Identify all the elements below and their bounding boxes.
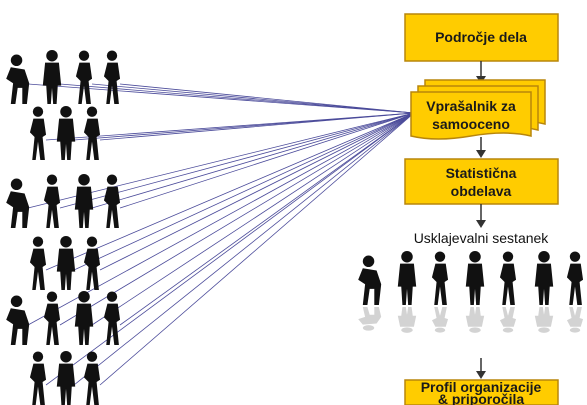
person-silhouette-icon <box>103 174 121 228</box>
connection-line <box>119 83 415 114</box>
person-silhouette-icon <box>74 290 94 345</box>
step-box-area-of-work <box>404 13 559 62</box>
person-silhouette-icon <box>103 291 121 345</box>
person-reflection-icon <box>397 307 417 333</box>
person-silhouette-icon <box>43 291 61 345</box>
step-questionnaire: Vprašalnik za samoocenо <box>410 79 546 140</box>
connection-line <box>45 112 415 386</box>
person-silhouette-icon <box>43 174 61 228</box>
step-box-statistical-processing <box>404 158 559 205</box>
step-area-of-work: Področje dela <box>404 13 559 62</box>
person-silhouette-icon <box>42 49 62 104</box>
connection-line <box>73 112 415 271</box>
person-silhouette-icon <box>56 235 76 290</box>
person-silhouette-icon <box>6 295 30 345</box>
document-stack-icon <box>410 79 546 140</box>
connection-line <box>27 112 415 326</box>
connection-line <box>91 112 415 209</box>
step-label-statistical-line2: obdelava <box>451 183 512 199</box>
connection-line <box>99 112 415 386</box>
person-silhouette-icon <box>499 251 517 305</box>
person-silhouette-icon <box>6 54 30 104</box>
step-label-profile-line2: & priporočila <box>438 391 525 405</box>
step-statistical-processing: Statistična obdelava <box>404 158 559 205</box>
person-silhouette-icon <box>75 50 93 104</box>
person-silhouette-icon <box>465 250 485 305</box>
connection-line <box>99 112 415 141</box>
people-group-meeting <box>358 250 584 333</box>
person-reflection-icon <box>566 307 584 333</box>
step-label-questionnaire-line2: samoocenо <box>432 116 510 132</box>
person-silhouette-icon <box>103 50 121 104</box>
connection-line <box>45 112 415 271</box>
connection-line <box>119 112 415 326</box>
connection-line <box>59 112 415 326</box>
arrow-4 <box>476 358 486 379</box>
step-label-profile-line1: Profil organizacije <box>421 379 542 395</box>
connection-line <box>91 112 415 326</box>
person-silhouette-icon <box>29 351 47 405</box>
step-label-area-of-work: Področje dela <box>435 29 527 45</box>
person-silhouette-icon <box>29 236 47 290</box>
person-reflection-icon <box>465 307 485 333</box>
connection-lines <box>27 83 415 386</box>
arrow-3 <box>476 204 486 228</box>
person-reflection-icon <box>534 307 554 333</box>
step-profile-recommendations: Profil organizacije & priporočila <box>404 379 559 405</box>
connection-line <box>119 112 415 209</box>
people-group-left <box>6 49 121 405</box>
person-silhouette-icon <box>29 106 47 160</box>
step-box-profile-recommendations <box>404 379 559 405</box>
person-silhouette-icon <box>566 251 584 305</box>
person-silhouette-icon <box>56 105 76 160</box>
connection-line <box>59 112 415 209</box>
person-silhouette-icon <box>83 106 101 160</box>
person-reflection-icon <box>431 307 449 333</box>
person-silhouette-icon <box>6 178 30 228</box>
step-label-statistical-line1: Statistična <box>446 165 517 181</box>
connection-line <box>73 112 415 386</box>
person-reflection-icon <box>358 307 382 331</box>
connection-line <box>27 112 415 209</box>
connection-line <box>27 83 415 114</box>
connection-line <box>91 83 415 114</box>
connection-line <box>99 112 415 271</box>
person-silhouette-icon <box>74 173 94 228</box>
person-silhouette-icon <box>431 251 449 305</box>
person-silhouette-icon <box>358 255 382 305</box>
person-reflection-icon <box>499 307 517 333</box>
connection-line <box>59 83 415 114</box>
person-silhouette-icon <box>56 350 76 405</box>
meeting-label: Usklajevalni sestanek <box>414 230 550 246</box>
person-silhouette-icon <box>83 351 101 405</box>
person-silhouette-icon <box>534 250 554 305</box>
person-silhouette-icon <box>83 236 101 290</box>
arrow-2 <box>476 137 486 158</box>
step-label-questionnaire-line1: Vprašalnik za <box>426 98 516 114</box>
person-silhouette-icon <box>397 250 417 305</box>
